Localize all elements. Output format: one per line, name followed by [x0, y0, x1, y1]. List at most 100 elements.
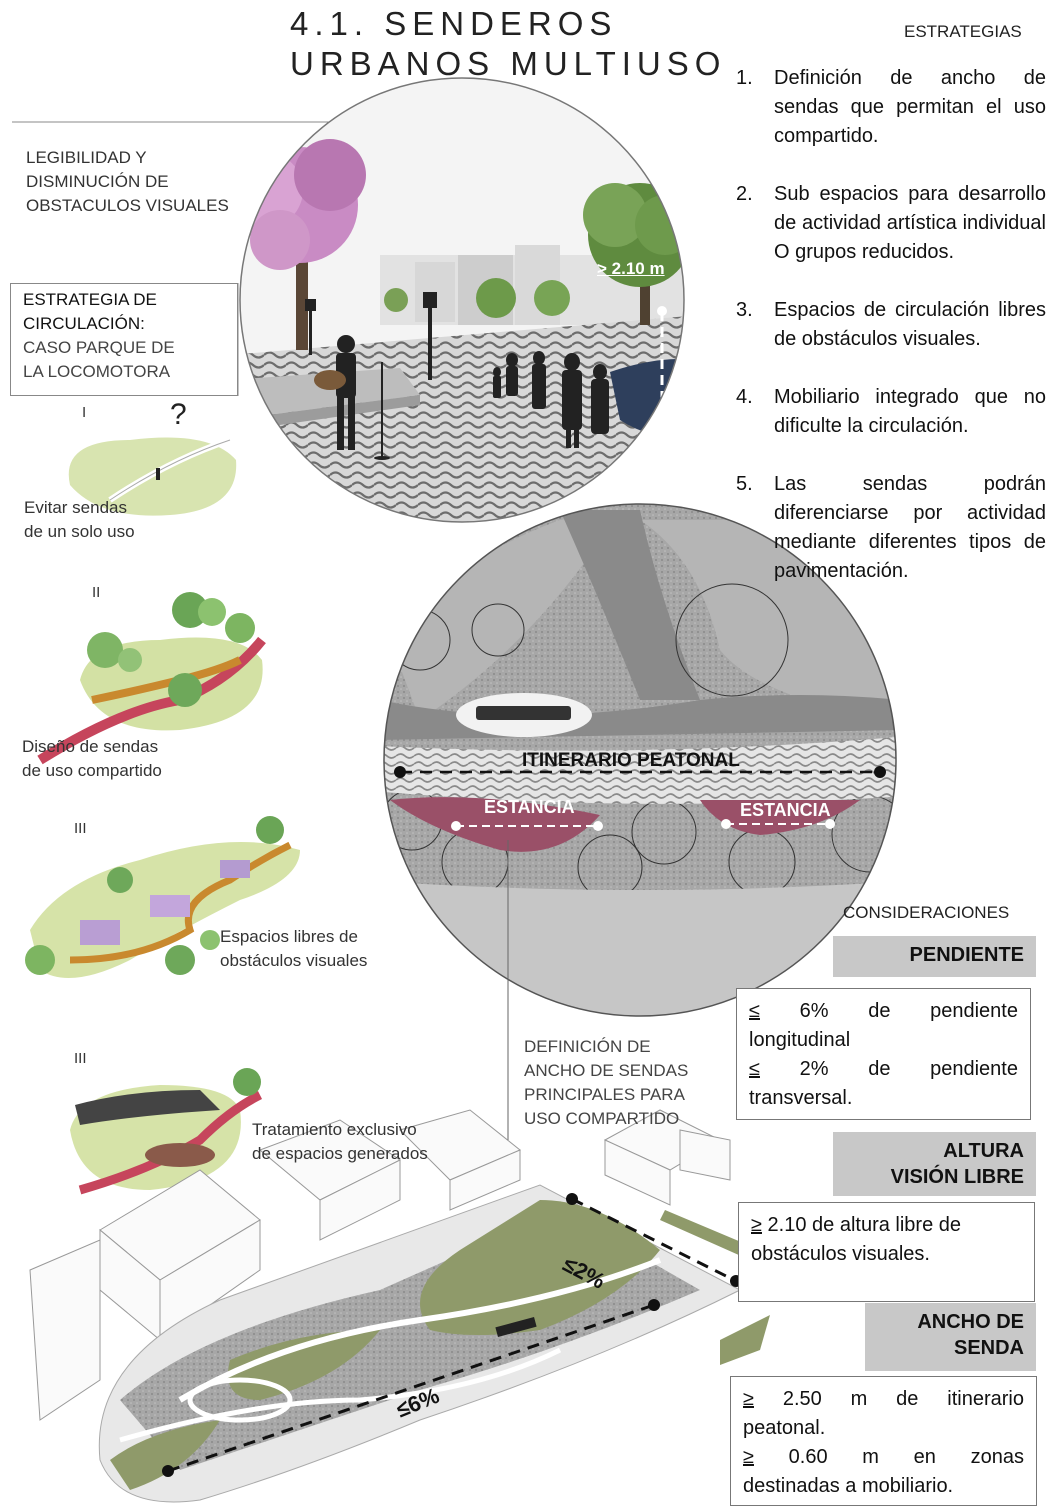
width-row: peatonal. — [743, 1417, 826, 1439]
width-def-line: PRINCIPALES PARA — [524, 1085, 685, 1104]
slope-value: 6% — [799, 1000, 829, 1022]
slope-word: de — [868, 1058, 891, 1080]
height-marker-label: > 2.10 m — [597, 259, 665, 278]
width-box: ≥ 2.50 m de itinerario peatonal. ≥ 0.60 … — [730, 1376, 1037, 1506]
width-header: ANCHO DE SENDA — [865, 1303, 1036, 1371]
caption-line: Tratamiento exclusivo — [252, 1120, 417, 1139]
legibility-label: LEGIBILIDAD Y DISMINUCIÓN DE OBSTACULOS … — [26, 146, 229, 218]
height-header: ALTURA VISIÓN LIBRE — [833, 1132, 1036, 1196]
street-scene-render — [240, 78, 684, 522]
strategy-text: Mobiliario integrado que no dificulte la… — [774, 386, 1046, 437]
width-word: zonas — [970, 1446, 1024, 1468]
width-value: 2.50 — [782, 1388, 822, 1410]
width-row: ≥ 0.60 m en zonas — [743, 1443, 1024, 1472]
circulation-line: ESTRATEGIA DE — [23, 290, 157, 309]
slope-word: de — [868, 1000, 891, 1022]
diagram-shared-use — [37, 592, 266, 765]
caption-line: de uso compartido — [22, 761, 162, 780]
strategies-heading: ESTRATEGIAS — [904, 22, 1022, 41]
geq-symbol: ≥ — [751, 1214, 762, 1236]
legibility-line: LEGIBILIDAD Y — [26, 148, 147, 167]
title-line-1: 4.1. SENDEROS — [290, 5, 618, 42]
strategy-item: 3. Espacios de circulación libres de obs… — [736, 296, 1046, 354]
width-def-line: ANCHO DE SENDAS — [524, 1061, 689, 1080]
circulation-strategy-box: ESTRATEGIA DE CIRCULACIÓN: CASO PARQUE D… — [10, 283, 238, 396]
caption-line: obstáculos visuales — [220, 951, 368, 970]
height-header-line: ALTURA — [943, 1140, 1024, 1162]
title-line-2: URBANOS MULTIUSO — [290, 45, 727, 82]
strategy-item: 4. Mobiliario integrado que no dificulte… — [736, 383, 1046, 441]
height-text: 2.10 de altura libre de — [761, 1214, 962, 1236]
diagram-free-space — [25, 816, 300, 978]
width-row: destinadas a mobiliario. — [743, 1475, 954, 1497]
considerations-heading: CONSIDERACIONES — [843, 903, 1010, 922]
height-row: obstáculos visuales. — [751, 1243, 930, 1265]
height-header-line: VISIÓN LIBRE — [890, 1166, 1024, 1188]
page-title: 4.1. SENDEROS URBANOS MULTIUSO — [290, 4, 726, 84]
itinerary-label: ITINERARIO PEATONAL — [522, 750, 740, 771]
width-word: de — [896, 1388, 919, 1410]
strategy-number: 3. — [736, 299, 753, 321]
diagram-caption: Evitar sendas de un solo uso — [24, 496, 135, 544]
slope-row: longitudinal — [749, 1029, 851, 1051]
width-definition-label: DEFINICIÓN DE ANCHO DE SENDAS PRINCIPALE… — [524, 1035, 688, 1131]
width-unit: m — [862, 1446, 879, 1468]
leq-symbol: ≤ — [749, 1058, 760, 1080]
width-def-line: DEFINICIÓN DE — [524, 1037, 651, 1056]
axonometric-park-plan — [29, 1109, 770, 1503]
plan-section-frame — [383, 503, 897, 1017]
strategy-number: 2. — [736, 183, 753, 205]
strategy-number: 1. — [736, 67, 753, 89]
strategy-text: Sub espacios para desarrollo de activida… — [774, 183, 1046, 263]
question-mark: ? — [170, 398, 187, 431]
strategy-number: 5. — [736, 473, 753, 495]
diagram-caption: Espacios libres de obstáculos visuales — [220, 925, 367, 973]
width-word: itinerario — [947, 1388, 1024, 1410]
caption-line: Evitar sendas — [24, 498, 127, 517]
street-scene-frame — [239, 77, 685, 523]
slope-row: ≤ 2% de pendiente — [749, 1055, 1018, 1084]
strategy-text: Las sendas podrán diferenciarse por acti… — [774, 473, 1046, 582]
diagram-numeral: III — [74, 820, 87, 837]
height-row: ≥ 2.10 de altura libre de — [751, 1211, 1022, 1240]
geq-symbol: ≥ — [743, 1446, 754, 1468]
width-word: en — [913, 1446, 936, 1468]
legibility-line: DISMINUCIÓN DE — [26, 172, 169, 191]
slope-header: PENDIENTE — [833, 936, 1036, 977]
slope-row: ≤ 6% de pendiente — [749, 997, 1018, 1026]
strategy-item: 2. Sub espacios para desarrollo de activ… — [736, 180, 1046, 267]
caption-line: de un solo uso — [24, 522, 135, 541]
width-def-line: USO COMPARTIDO — [524, 1109, 680, 1128]
strategy-text: Espacios de circulación libres de obstác… — [774, 299, 1046, 350]
leq-symbol: ≤ — [749, 1000, 760, 1022]
slope-row: transversal. — [749, 1087, 853, 1109]
width-unit: m — [850, 1388, 868, 1410]
strategy-number: 4. — [736, 386, 753, 408]
width-value: 0.60 — [788, 1446, 828, 1468]
width-header-line: ANCHO DE — [917, 1311, 1024, 1333]
caption-line: Diseño de sendas — [22, 737, 159, 756]
slope-value: 2% — [799, 1058, 829, 1080]
circulation-line: CIRCULACIÓN: — [23, 314, 145, 333]
width-row: ≥ 2.50 m de itinerario — [743, 1385, 1024, 1414]
diagram-exclusive-treatment — [70, 1068, 263, 1195]
width-header-line: SENDA — [953, 1337, 1024, 1359]
stay-label: ESTANCIA — [740, 800, 831, 820]
strategy-item: 5. Las sendas podrán diferenciarse por a… — [736, 470, 1046, 586]
caption-line: Espacios libres de — [220, 927, 358, 946]
caption-line: de espacios generados — [252, 1144, 428, 1163]
strategy-text: Definición de ancho de sendas que permit… — [774, 67, 1046, 147]
strategy-item: 1. Definición de ancho de sendas que per… — [736, 64, 1046, 151]
diagram-numeral: I — [82, 404, 87, 421]
slope-word: pendiente — [930, 1058, 1018, 1080]
diagram-numeral: III — [74, 1050, 87, 1067]
geq-symbol: ≥ — [743, 1388, 754, 1410]
circulation-line: CASO PARQUE DE — [23, 338, 175, 357]
diagram-numeral: II — [92, 584, 101, 601]
legibility-line: OBSTACULOS VISUALES — [26, 196, 229, 215]
diagram-caption: Diseño de sendas de uso compartido — [22, 735, 162, 783]
strategies-list: 1. Definición de ancho de sendas que per… — [736, 64, 1046, 615]
diagram-caption: Tratamiento exclusivo de espacios genera… — [252, 1118, 428, 1166]
slope-word: pendiente — [930, 1000, 1018, 1022]
